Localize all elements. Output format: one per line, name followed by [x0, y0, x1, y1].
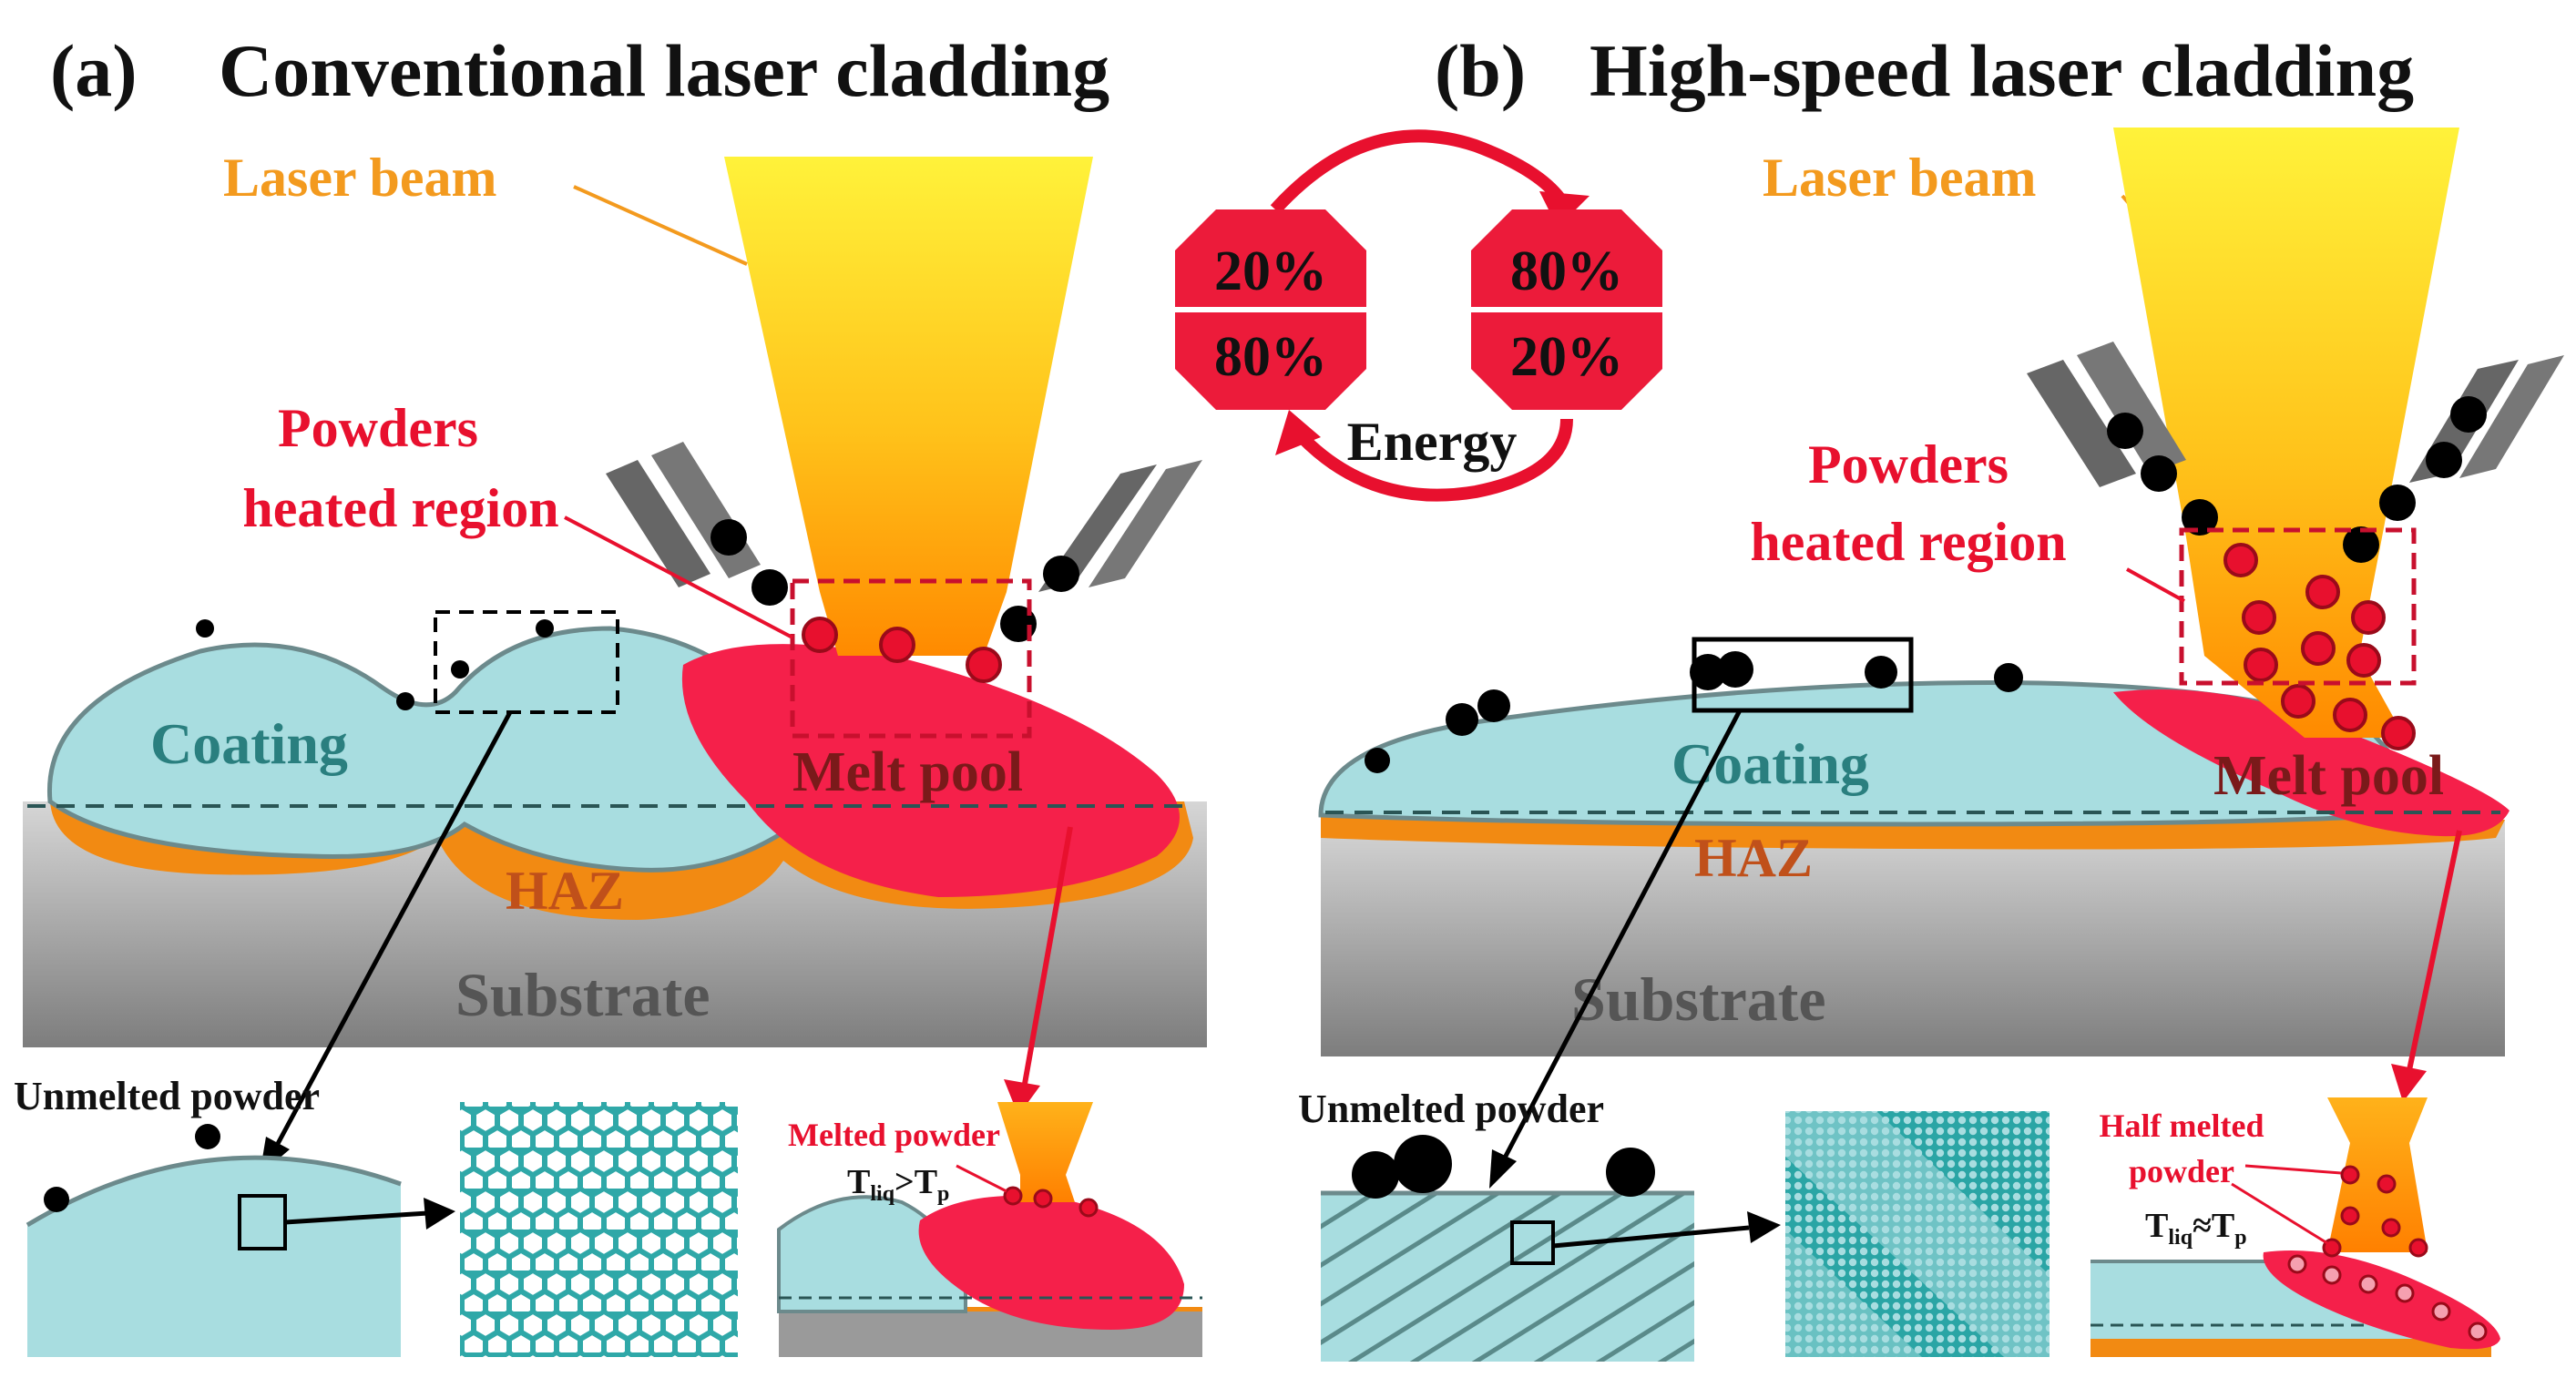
panel-b-inset-coating — [1321, 1193, 1694, 1362]
panel-a-inset3-beam — [997, 1102, 1093, 1202]
panel-b-title: High-speed laser cladding — [1590, 29, 2414, 112]
panel-a-inset-powder-2 — [195, 1124, 220, 1149]
panel-a-zoom-arrow — [271, 710, 513, 1154]
panel-b-powders — [1365, 396, 2487, 773]
panel-a-inset-powder-1 — [44, 1187, 69, 1212]
panel-a-powders-heated-region — [790, 578, 1032, 739]
panel-b-melt-pool — [2113, 689, 2510, 837]
panel-b-microstructure — [1785, 1111, 2050, 1357]
panel-b-inset3-half-melted — [2287, 1165, 2488, 1342]
panel-a-microstructure — [460, 1102, 738, 1357]
panel-b-powders-label-2: heated region — [1750, 512, 2066, 572]
panel-b-laser-beam-label: Laser beam — [1763, 148, 2037, 208]
panel-b-powders-heated-region — [2179, 527, 2417, 686]
energy-right-top: 80% — [1510, 240, 1623, 302]
energy-octagon-right: 80% 20% — [1471, 209, 1662, 410]
panel-b-melt-pool-label: Melt pool — [2213, 745, 2444, 807]
panel-b: (b) High-speed laser cladding Laser beam… — [1298, 29, 2564, 1362]
energy-label: Energy — [1347, 412, 1518, 472]
panel-b-temp-relation: Tliq≈Tp — [2145, 1207, 2247, 1250]
panel-b-label: (b) — [1435, 29, 1526, 112]
energy-left-bottom: 80% — [1214, 326, 1327, 388]
energy-left-top: 20% — [1214, 240, 1327, 302]
panel-b-haz-label: HAZ — [1694, 828, 1813, 888]
panel-a-label: (a) — [50, 29, 138, 112]
panel-b-heated-powders — [2223, 543, 2416, 750]
panel-a-laser-leader — [573, 185, 748, 266]
panel-b-half-melted-label-2: powder — [2129, 1153, 2234, 1189]
panel-b-melt-arrow — [2407, 830, 2462, 1071]
panel-a-powders-label-2: heated region — [242, 478, 558, 538]
panel-b-zoom-arrow — [1500, 709, 1743, 1163]
panel-a-melted-powder-label: Melted powder — [788, 1117, 1000, 1153]
panel-a-coating-label: Coating — [150, 711, 348, 776]
panel-b-zoom-box — [1692, 637, 1914, 713]
panel-a-laser-beam — [724, 157, 1093, 656]
panel-a-nozzle-left — [606, 442, 761, 587]
panel-b-inset-detail-box — [1510, 1220, 1555, 1265]
panel-a-heated-powders — [802, 617, 1002, 683]
panel-b-powders-leader — [2126, 567, 2185, 603]
panel-a-melt-pool — [681, 644, 1180, 897]
energy-arrow-top — [1270, 129, 1573, 214]
panel-a-melt-pool-label: Melt pool — [792, 741, 1023, 803]
panel-b-nozzle-left — [2027, 342, 2186, 487]
panel-a-powders-leader — [564, 515, 793, 639]
panel-a-title: Conventional laser cladding — [219, 29, 1109, 112]
panel-b-substrate — [1321, 820, 2505, 1056]
panel-a-unmelted-powder-label: Unmelted powder — [14, 1074, 320, 1118]
panel-b-inset-powder-3 — [1606, 1148, 1655, 1197]
panel-b-laser-beam — [2113, 128, 2459, 738]
panel-b-half-melted-label-1: Half melted — [2100, 1107, 2264, 1144]
panel-b-inset3-haz — [2090, 1339, 2491, 1357]
energy-right-bottom: 20% — [1510, 326, 1623, 388]
panel-b-substrate-label: Substrate — [1571, 964, 1826, 1034]
panel-a-substrate-label: Substrate — [455, 960, 710, 1029]
panel-a-melt-arrow — [1022, 826, 1073, 1085]
panel-a-laser-beam-label: Laser beam — [223, 148, 497, 208]
panel-b-inset-powder-1 — [1352, 1151, 1399, 1199]
energy-octagon-left: 20% 80% — [1175, 209, 1366, 410]
panel-b-coating-label: Coating — [1671, 731, 1869, 796]
panel-a-temp-relation: Tliq>Tp — [847, 1163, 949, 1206]
panel-a: (a) Conventional laser cladding Laser be… — [14, 29, 1207, 1357]
panel-a-powders-label-1: Powders — [278, 398, 478, 458]
energy-arrow-bottom — [1288, 418, 1573, 502]
panel-a-inset3-melt-pool — [918, 1195, 1184, 1330]
panel-b-inset-powder-2 — [1394, 1135, 1452, 1193]
energy-cycle: 20% 80% 80% 20% Energy — [1175, 129, 1662, 502]
panel-a-haz-label: HAZ — [506, 861, 624, 921]
panel-b-powders-label-1: Powders — [1808, 434, 2009, 495]
panel-b-unmelted-powder-label: Unmelted powder — [1298, 1087, 1604, 1131]
panel-a-inset-coating — [27, 1158, 401, 1357]
